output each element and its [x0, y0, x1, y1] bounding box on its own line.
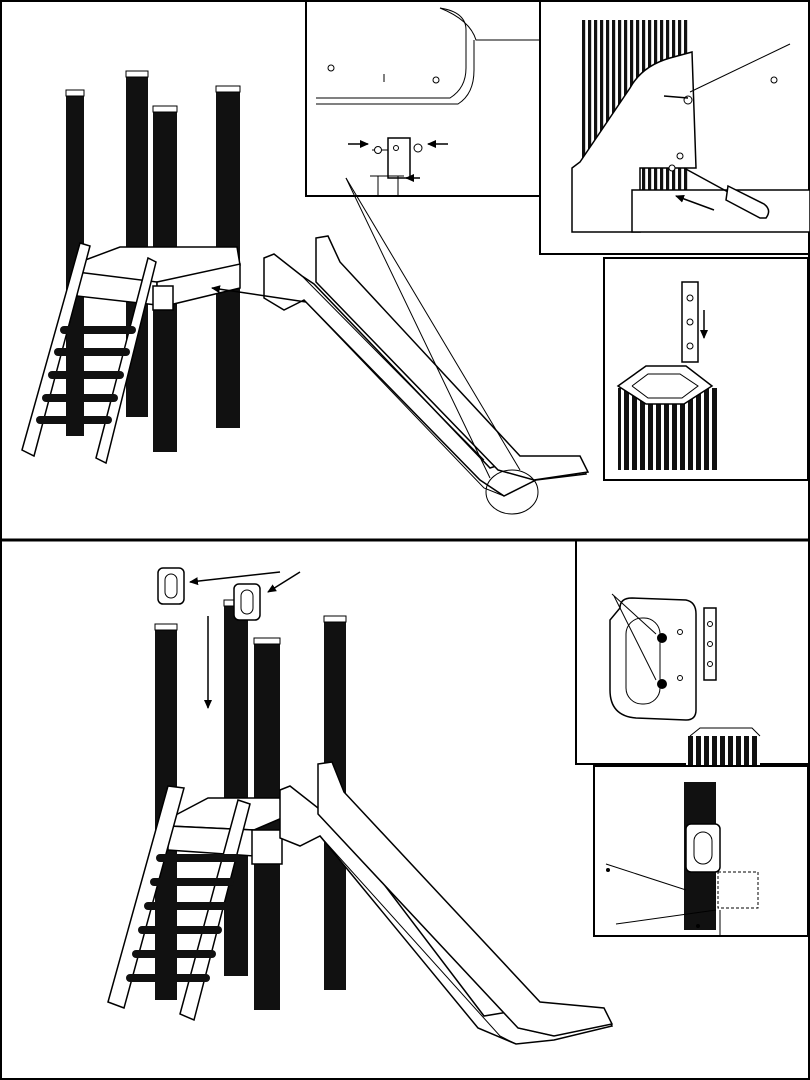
slide — [264, 236, 588, 496]
handle-mounted-detail-panel — [594, 766, 808, 936]
post-insert-detail-panel — [604, 258, 808, 480]
tower-with-handles-bottom — [108, 568, 612, 1044]
platform — [77, 247, 240, 310]
screwdriver-detail-panel — [540, 0, 810, 254]
handle-plate-detail-panel — [576, 540, 810, 766]
bolt-detail-panel — [306, 0, 540, 196]
